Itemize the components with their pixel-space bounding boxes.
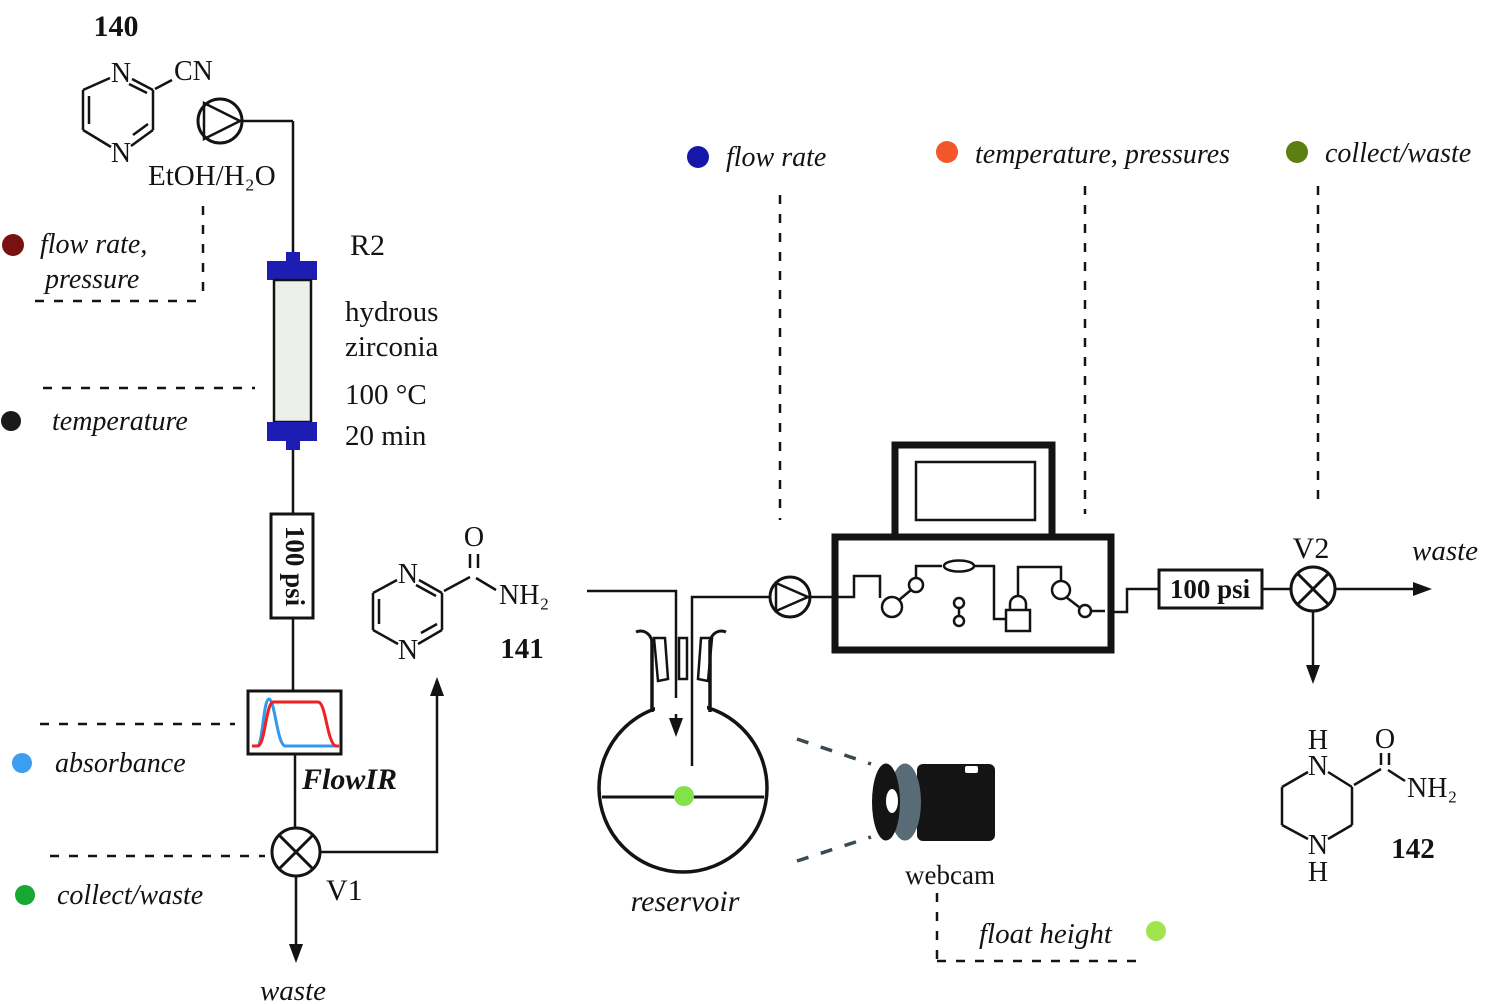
reactor-residence-time: 20 min bbox=[345, 420, 427, 452]
flowir-label: FlowIR bbox=[301, 763, 397, 796]
legend-flow-rate-label: flow rate bbox=[726, 142, 826, 173]
legend-collect-waste-label: collect/waste bbox=[57, 880, 203, 911]
pump-2 bbox=[690, 575, 838, 766]
compound-142: H N N H O NH₂ 142 bbox=[1280, 724, 1457, 888]
compound-140-n-top: N bbox=[111, 58, 131, 89]
compound-142-h-bottom: H bbox=[1308, 857, 1328, 888]
webcam-body bbox=[917, 764, 995, 841]
flask-adapter-right bbox=[696, 636, 714, 683]
legend-dot-temperature bbox=[1, 411, 21, 431]
reactor-bottom-cap bbox=[267, 422, 317, 441]
apparatus-exit-line bbox=[1111, 587, 1159, 614]
reactor-top-cap bbox=[267, 261, 317, 280]
feed-line-to-reservoir bbox=[587, 589, 683, 737]
compound-141-nh2: NH₂ bbox=[499, 580, 549, 611]
compound-141-n-top: N bbox=[398, 559, 418, 590]
apparatus-internal-schematic bbox=[838, 559, 1105, 633]
webcam-label: webcam bbox=[905, 860, 995, 890]
waste-arrow-left bbox=[289, 876, 303, 963]
waste-arrow-right bbox=[1335, 582, 1432, 596]
waste-label-right: waste bbox=[1412, 535, 1478, 567]
reactor-r2 bbox=[267, 252, 317, 450]
webcam-view-line-bottom bbox=[796, 835, 872, 863]
collect-line-to-141 bbox=[320, 677, 444, 854]
webcam-indicator bbox=[965, 766, 978, 773]
reactor-top-nub bbox=[286, 252, 300, 262]
compound-141-n-bottom: N bbox=[398, 635, 418, 666]
webcam bbox=[796, 737, 995, 863]
reservoir-flask bbox=[597, 629, 769, 874]
bpr-left: 100 psi bbox=[269, 512, 315, 620]
bpr-right: 100 psi bbox=[1157, 568, 1264, 610]
legend-absorbance-label: absorbance bbox=[55, 748, 186, 779]
legend-flow-rate-pressure-line2: pressure bbox=[43, 264, 139, 295]
reactor-packing-2: zirconia bbox=[345, 331, 439, 363]
legend-dot-flow-rate bbox=[687, 146, 709, 168]
pump-1 bbox=[196, 97, 295, 260]
legend-dot-collect-waste bbox=[15, 885, 35, 905]
reactor-temperature: 100 °C bbox=[345, 379, 427, 411]
webcam-lens-face bbox=[872, 763, 900, 841]
legend-temperature-label: temperature bbox=[52, 406, 188, 437]
legend-collect-waste-right-label: collect/waste bbox=[1325, 138, 1471, 169]
compound-140-number: 140 bbox=[94, 10, 139, 43]
webcam-view-line-top bbox=[796, 737, 872, 766]
compound-140: 140 N N CN bbox=[81, 10, 213, 169]
bpr-left-label: 100 psi bbox=[280, 526, 310, 607]
apparatus-screen-display bbox=[914, 460, 1037, 522]
legend-flow-rate-pressure-line1: flow rate, bbox=[40, 229, 147, 260]
webcam-lens-highlight bbox=[886, 789, 898, 813]
legend-dot-collect-waste-right bbox=[1286, 141, 1308, 163]
reactor-name: R2 bbox=[350, 229, 385, 262]
reservoir-label: reservoir bbox=[631, 885, 740, 918]
apparatus-screen bbox=[891, 441, 1056, 541]
compound-142-n-top: N bbox=[1308, 751, 1328, 782]
valve-v2 bbox=[1289, 565, 1337, 613]
compound-140-n-bottom: N bbox=[111, 138, 131, 169]
legend-dot-absorbance bbox=[12, 753, 32, 773]
legend-dot-temperature-pressures bbox=[936, 141, 958, 163]
float-height-callout: float height bbox=[935, 893, 1166, 963]
legend-left: flow rate, pressure temperature absorban… bbox=[1, 206, 265, 911]
compound-142-o: O bbox=[1375, 724, 1395, 755]
collect-arrow-to-142 bbox=[1306, 611, 1320, 684]
legend-temperature-pressures-label: temperature, pressures bbox=[975, 139, 1230, 170]
float-height-dot bbox=[1146, 921, 1166, 941]
compound-141-o: O bbox=[464, 522, 484, 553]
compound-141: N N O NH₂ 141 bbox=[371, 522, 549, 666]
valve-v1-label: V1 bbox=[326, 874, 363, 907]
flask-adapter-middle bbox=[677, 636, 689, 681]
flowir-detector bbox=[246, 689, 343, 756]
compound-142-nh2: NH₂ bbox=[1407, 773, 1457, 804]
compound-142-number: 142 bbox=[1391, 833, 1435, 865]
compound-142-h-top: H bbox=[1308, 725, 1328, 756]
compound-141-number: 141 bbox=[500, 633, 544, 665]
legend-right: flow rate temperature, pressures collect… bbox=[687, 138, 1471, 520]
valve-v2-label: V2 bbox=[1293, 532, 1330, 565]
flow-apparatus bbox=[831, 441, 1115, 654]
reactor-bed bbox=[272, 278, 313, 424]
flask-adapter-left bbox=[652, 636, 670, 683]
ir-trace-blue bbox=[252, 697, 338, 748]
bpr-right-label: 100 psi bbox=[1170, 574, 1251, 604]
compound-140-cn: CN bbox=[174, 56, 213, 87]
float-dot bbox=[674, 786, 694, 806]
ir-trace-red bbox=[252, 700, 339, 748]
reactor-bottom-nub bbox=[286, 440, 300, 450]
float-height-label: float height bbox=[979, 918, 1113, 950]
legend-dot-flow-rate-pressure bbox=[2, 234, 24, 256]
solvent-label: EtOH/H₂O bbox=[148, 160, 276, 192]
reactor-packing-1: hydrous bbox=[345, 296, 438, 328]
waste-label-left: waste bbox=[260, 975, 326, 1004]
compound-142-n-bottom: N bbox=[1308, 830, 1328, 861]
valve-v1 bbox=[270, 826, 322, 878]
